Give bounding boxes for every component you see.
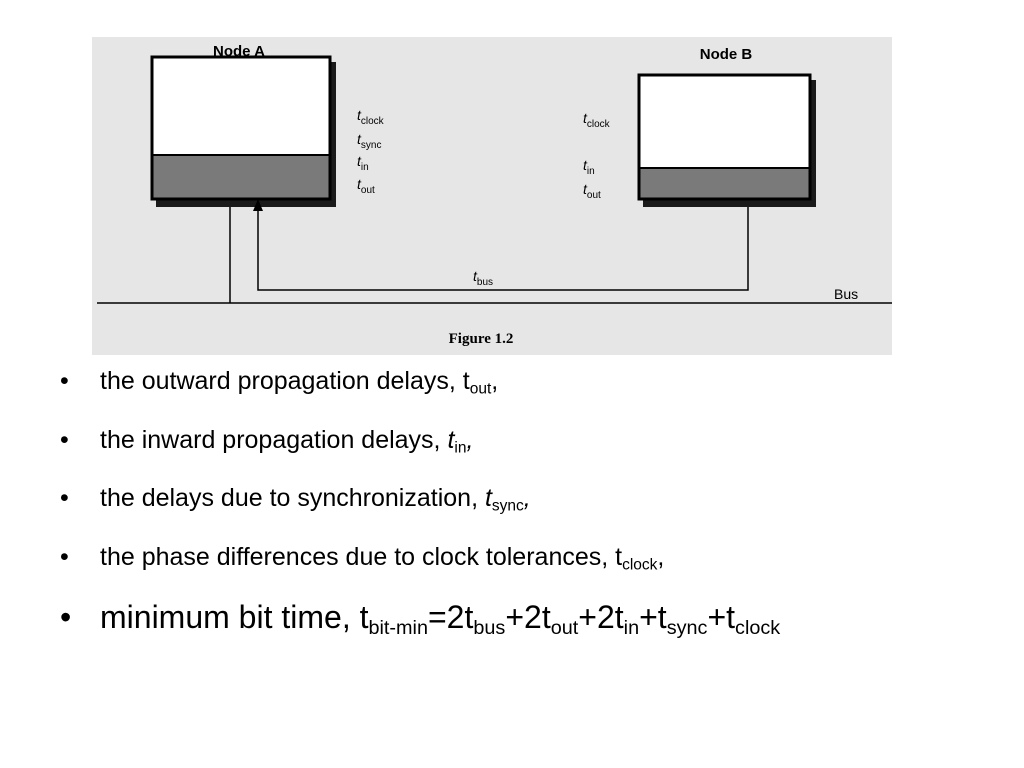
node-b-label-out: tout <box>583 181 601 201</box>
bus-label: Bus <box>834 286 858 302</box>
node-a-label-out: tout <box>357 176 375 196</box>
bullet-outward-delay: the outward propagation delays, tout, <box>60 366 1000 405</box>
bullet-list: the outward propagation delays, tout, th… <box>60 366 1000 646</box>
node-a-interface <box>153 155 329 198</box>
node-b-label-clock: tclock <box>583 110 611 130</box>
bus-timing-diagram: Node A Node B Bus tbus tclock tsync tin … <box>97 43 892 347</box>
node-a-label-in: tin <box>357 153 369 173</box>
node-b-label-in: tin <box>583 157 595 177</box>
node-b-title: Node B <box>700 46 753 63</box>
bus-return-path <box>257 207 749 291</box>
figure-1-2: Node A Node B Bus tbus tclock tsync tin … <box>92 37 892 355</box>
node-b-labels: tclock tin tout <box>583 110 611 201</box>
inward-arrow-icon <box>253 199 263 211</box>
node-b-interface <box>640 168 809 198</box>
node-a-label-sync: tsync <box>357 131 381 151</box>
bullet-min-bit-time-formula: minimum bit time, tbit-min=2tbus+2tout+2… <box>60 599 1000 646</box>
node-a-title: Node A <box>213 43 265 60</box>
bus-delay-label: tbus <box>473 268 493 288</box>
figure-caption: Figure 1.2 <box>449 331 514 347</box>
bullet-inward-delay: the inward propagation delays, tin, <box>60 425 1000 464</box>
bullet-sync-delay: the delays due to synchronization, tsync… <box>60 483 1000 522</box>
node-a-labels: tclock tsync tin tout <box>357 107 385 196</box>
bullet-clock-tolerance: the phase differences due to clock toler… <box>60 542 1000 581</box>
node-a-label-clock: tclock <box>357 107 385 127</box>
